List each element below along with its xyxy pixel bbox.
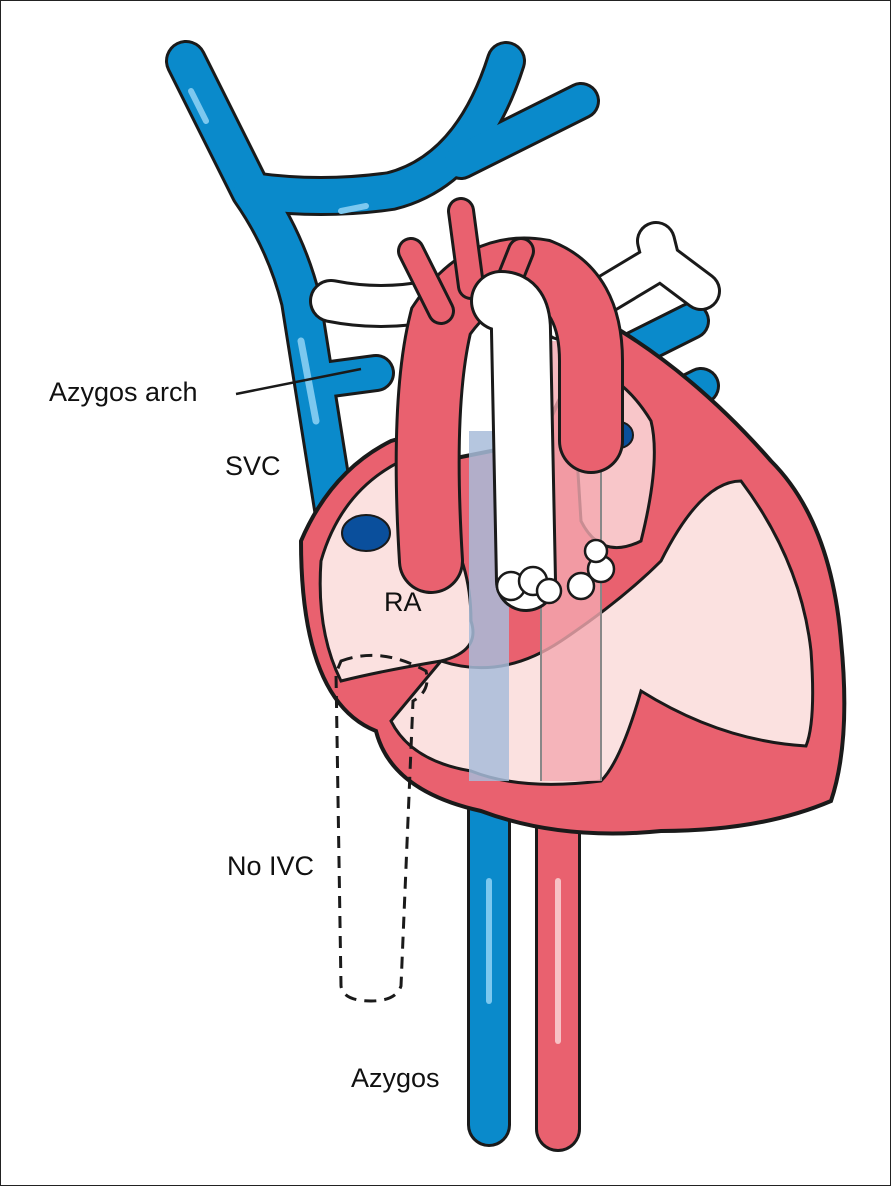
pulmonary-trunk bbox=[470, 270, 616, 612]
label-azygos: Azygos bbox=[351, 1063, 440, 1093]
svc-and-brachiocephalic-veins bbox=[165, 40, 720, 542]
azygos-arch-leader bbox=[235, 367, 362, 396]
label-azygos-arch: Azygos arch bbox=[49, 377, 198, 407]
svc-orifice bbox=[341, 514, 391, 552]
absent-ivc-outline bbox=[334, 653, 429, 1003]
label-no-ivc: No IVC bbox=[227, 851, 315, 881]
label-svc: SVC bbox=[225, 451, 281, 481]
label-ra: RA bbox=[384, 587, 422, 617]
